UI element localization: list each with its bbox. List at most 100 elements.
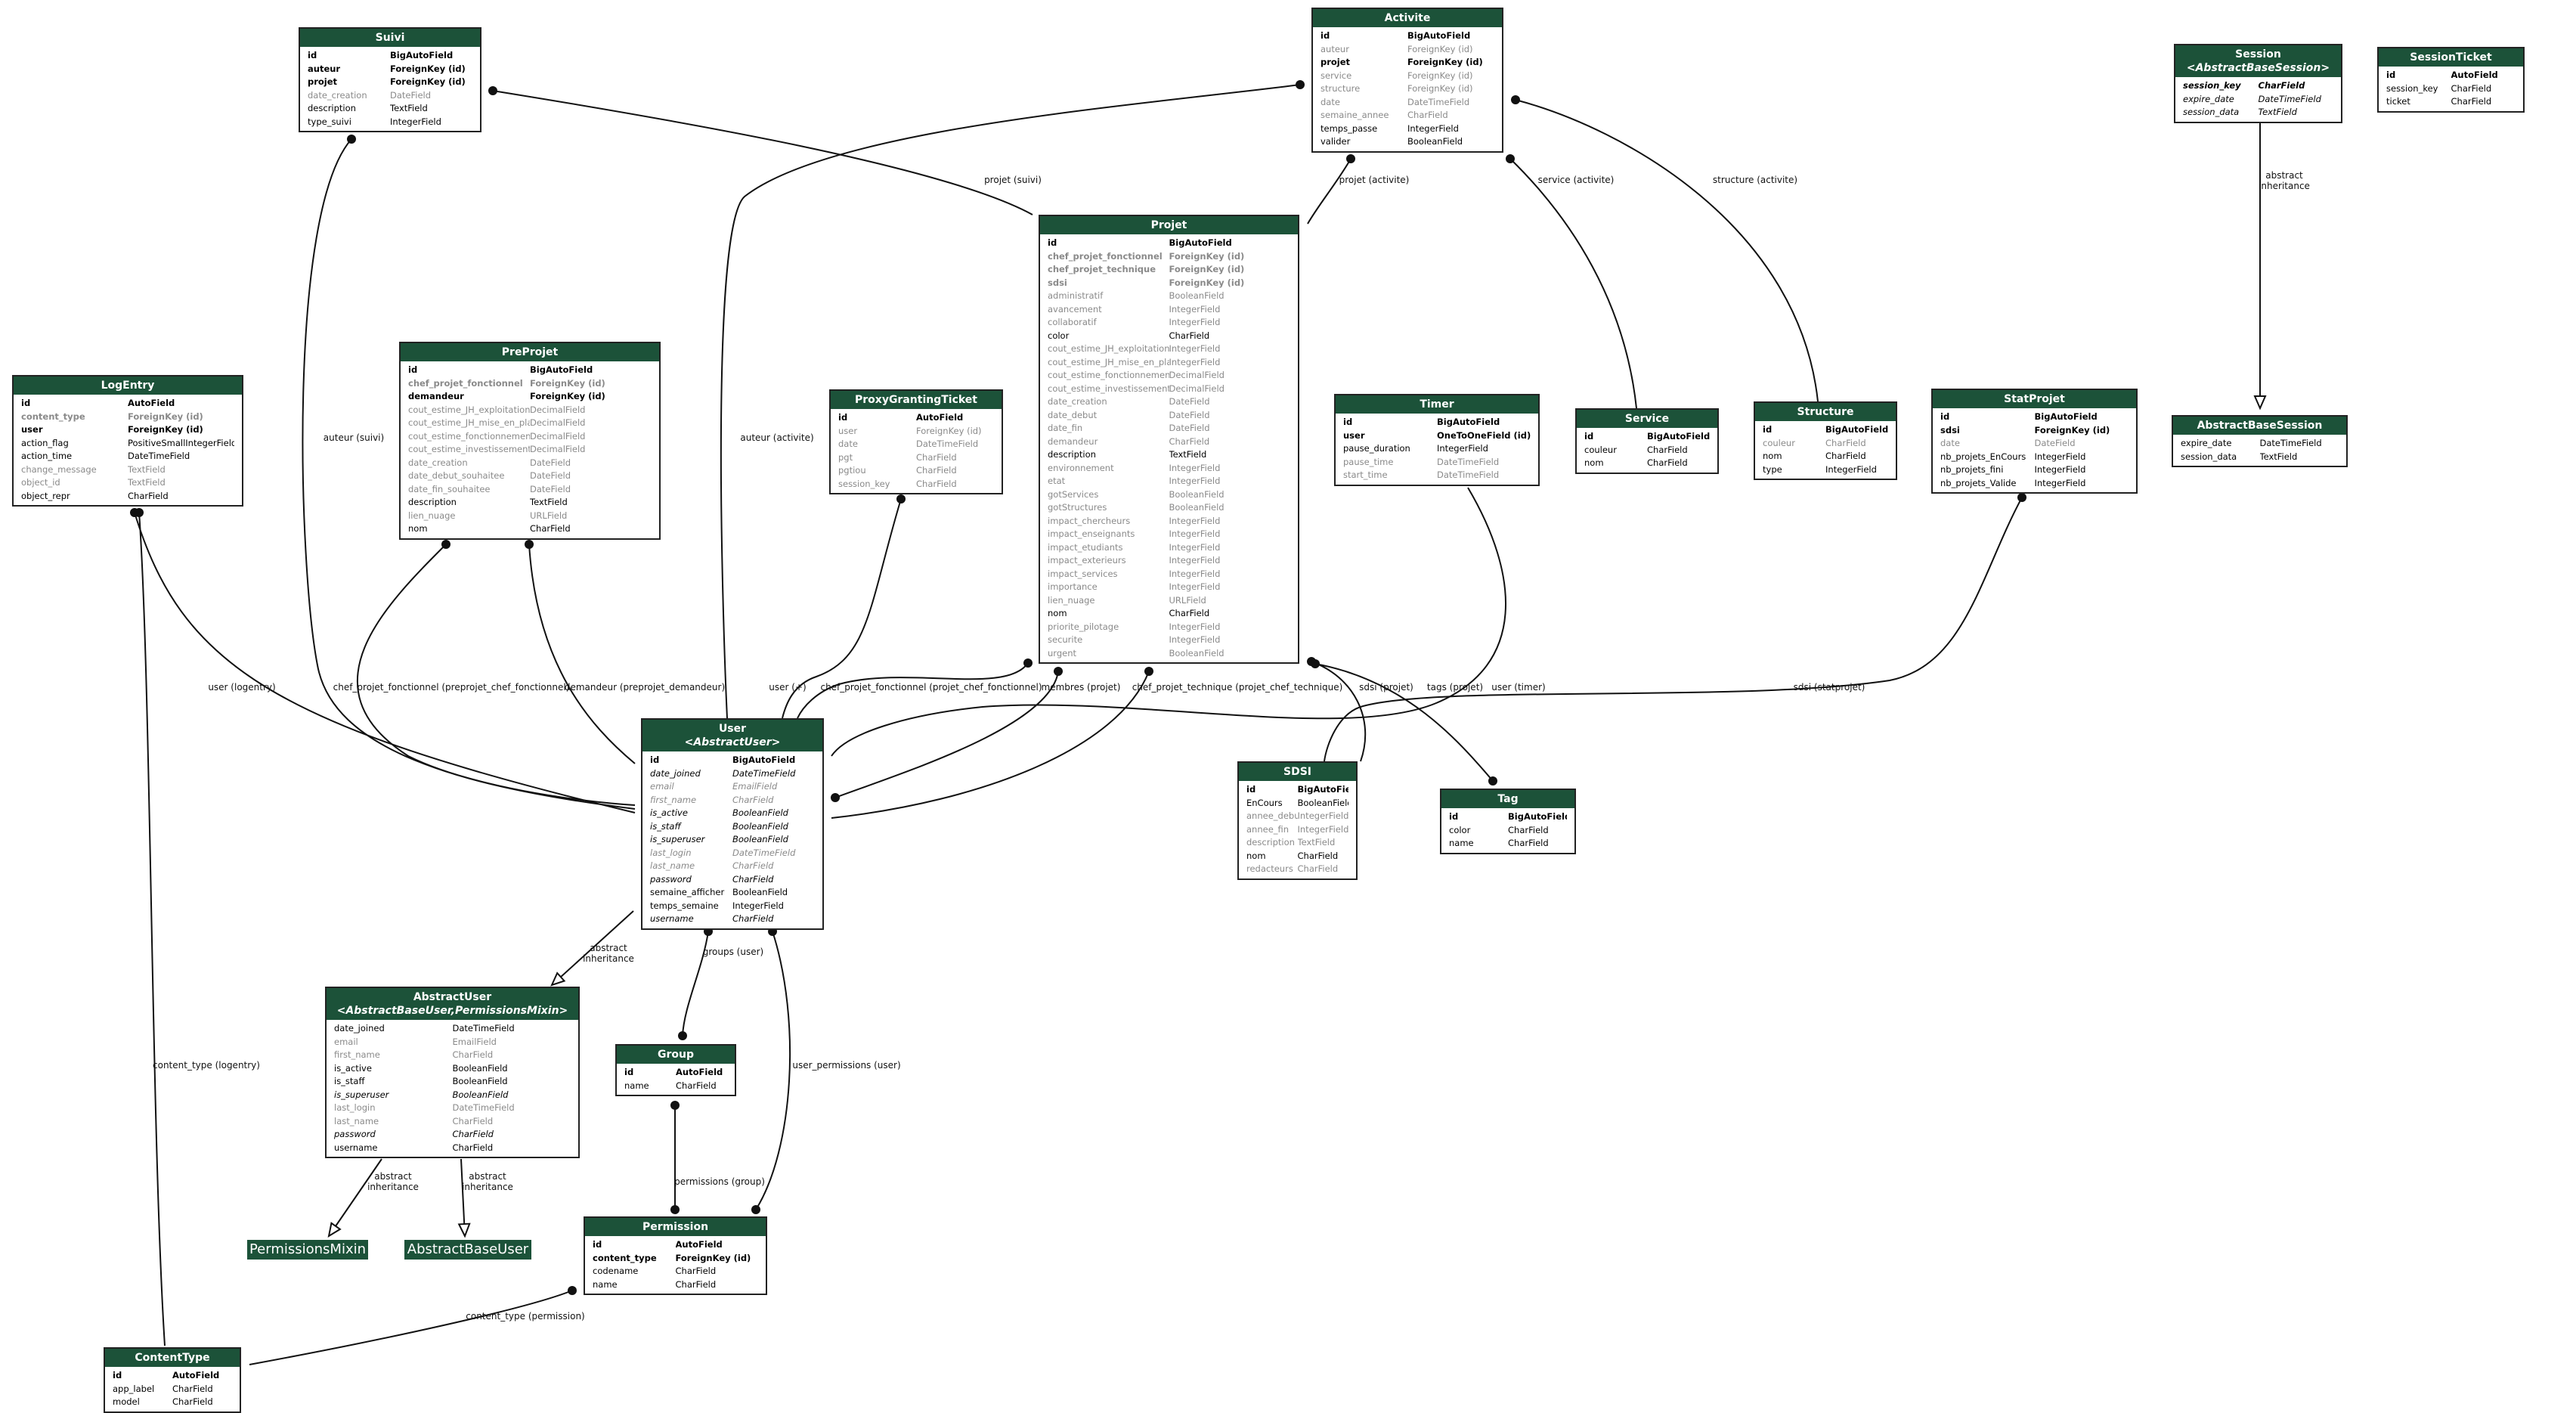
field-name: importance	[1048, 581, 1098, 592]
field-name: password	[334, 1129, 376, 1139]
field-name: temps_passe	[1321, 122, 1378, 134]
field-type: BooleanField	[1169, 290, 1225, 301]
field-name: auteur	[1321, 43, 1349, 54]
field-name: impact_etudiants	[1048, 541, 1123, 553]
field-row: cout_estime_fonctionnement_HTDecimalFiel…	[1040, 369, 1298, 383]
field-name: cout_estime_JH_mise_en_place	[408, 417, 530, 428]
entity-sdsi[interactable]: SDSIidBigAutoFieldEnCoursBooleanFieldann…	[1237, 761, 1358, 880]
field-type: IntegerField	[1169, 356, 1221, 367]
field-name: last_login	[650, 847, 692, 858]
relation-label-projet_suivi: projet (suivi)	[984, 175, 1042, 185]
field-name: chef_projet_fonctionnel	[1048, 250, 1163, 262]
field-type: ForeignKey (id)	[390, 76, 466, 87]
field-type: ForeignKey (id)	[675, 1252, 751, 1263]
field-name: description	[408, 497, 457, 507]
field-name: chef_projet_fonctionnel	[408, 377, 523, 389]
field-row: impact_etudiants IntegerField	[1040, 541, 1298, 555]
field-name: name	[1449, 838, 1474, 848]
entity-header: LogEntry	[14, 376, 242, 395]
field-name: session_data	[2183, 107, 2240, 117]
field-type: IntegerField	[1169, 541, 1221, 553]
field-name: cout_estime_investissement_HT	[408, 444, 530, 454]
field-name: is_active	[334, 1062, 372, 1074]
field-name: sdsi	[1048, 277, 1067, 288]
field-name: id	[21, 398, 31, 408]
field-type: EmailField	[452, 1036, 497, 1047]
field-type: CharField	[1825, 451, 1866, 461]
field-type: DecimalField	[530, 444, 586, 454]
field-type: IntegerField	[1169, 343, 1221, 354]
field-type: BigAutoField	[732, 755, 796, 765]
field-name: gotStructures	[1048, 502, 1107, 513]
field-name: id	[1321, 30, 1330, 41]
entity-title: PreProjet	[501, 346, 559, 358]
relation-line	[831, 671, 1150, 819]
field-name: lien_nuage	[1048, 594, 1095, 606]
field-type: DateTimeField	[732, 847, 796, 858]
field-type: CharField	[2451, 82, 2492, 94]
entity-header: PreProjet	[401, 343, 659, 361]
relation-line	[249, 1290, 573, 1365]
field-name: id	[624, 1067, 634, 1077]
relation-label-membres_projet: membres (projet)	[1042, 682, 1121, 693]
relation-endpoint-dot	[1311, 659, 1320, 668]
relation-line	[1324, 497, 2023, 762]
entity-header: AbstractUser<AbstractBaseUser,Permission…	[327, 988, 578, 1020]
entity-header: Permission	[585, 1218, 766, 1236]
base-class-abstractbaseuser[interactable]: AbstractBaseUser	[404, 1240, 531, 1260]
field-name: type	[1763, 463, 1782, 475]
entity-abstractuser[interactable]: AbstractUser<AbstractBaseUser,Permission…	[325, 987, 580, 1158]
field-type: DateTimeField	[2259, 438, 2322, 448]
relation-endpoint-dot	[670, 1101, 680, 1110]
field-type: TextField	[2258, 107, 2297, 117]
field-name: object_repr	[21, 490, 70, 501]
field-type: ForeignKey (id)	[1169, 264, 1245, 274]
base-class-permissionsmixin[interactable]: PermissionsMixin	[247, 1240, 368, 1260]
entity-subtitle: <AbstractBaseUser,PermissionsMixin>	[336, 1005, 568, 1017]
entity-header: SDSI	[1239, 763, 1356, 781]
field-type: CharField	[1169, 608, 1210, 618]
field-name: id	[650, 755, 660, 765]
